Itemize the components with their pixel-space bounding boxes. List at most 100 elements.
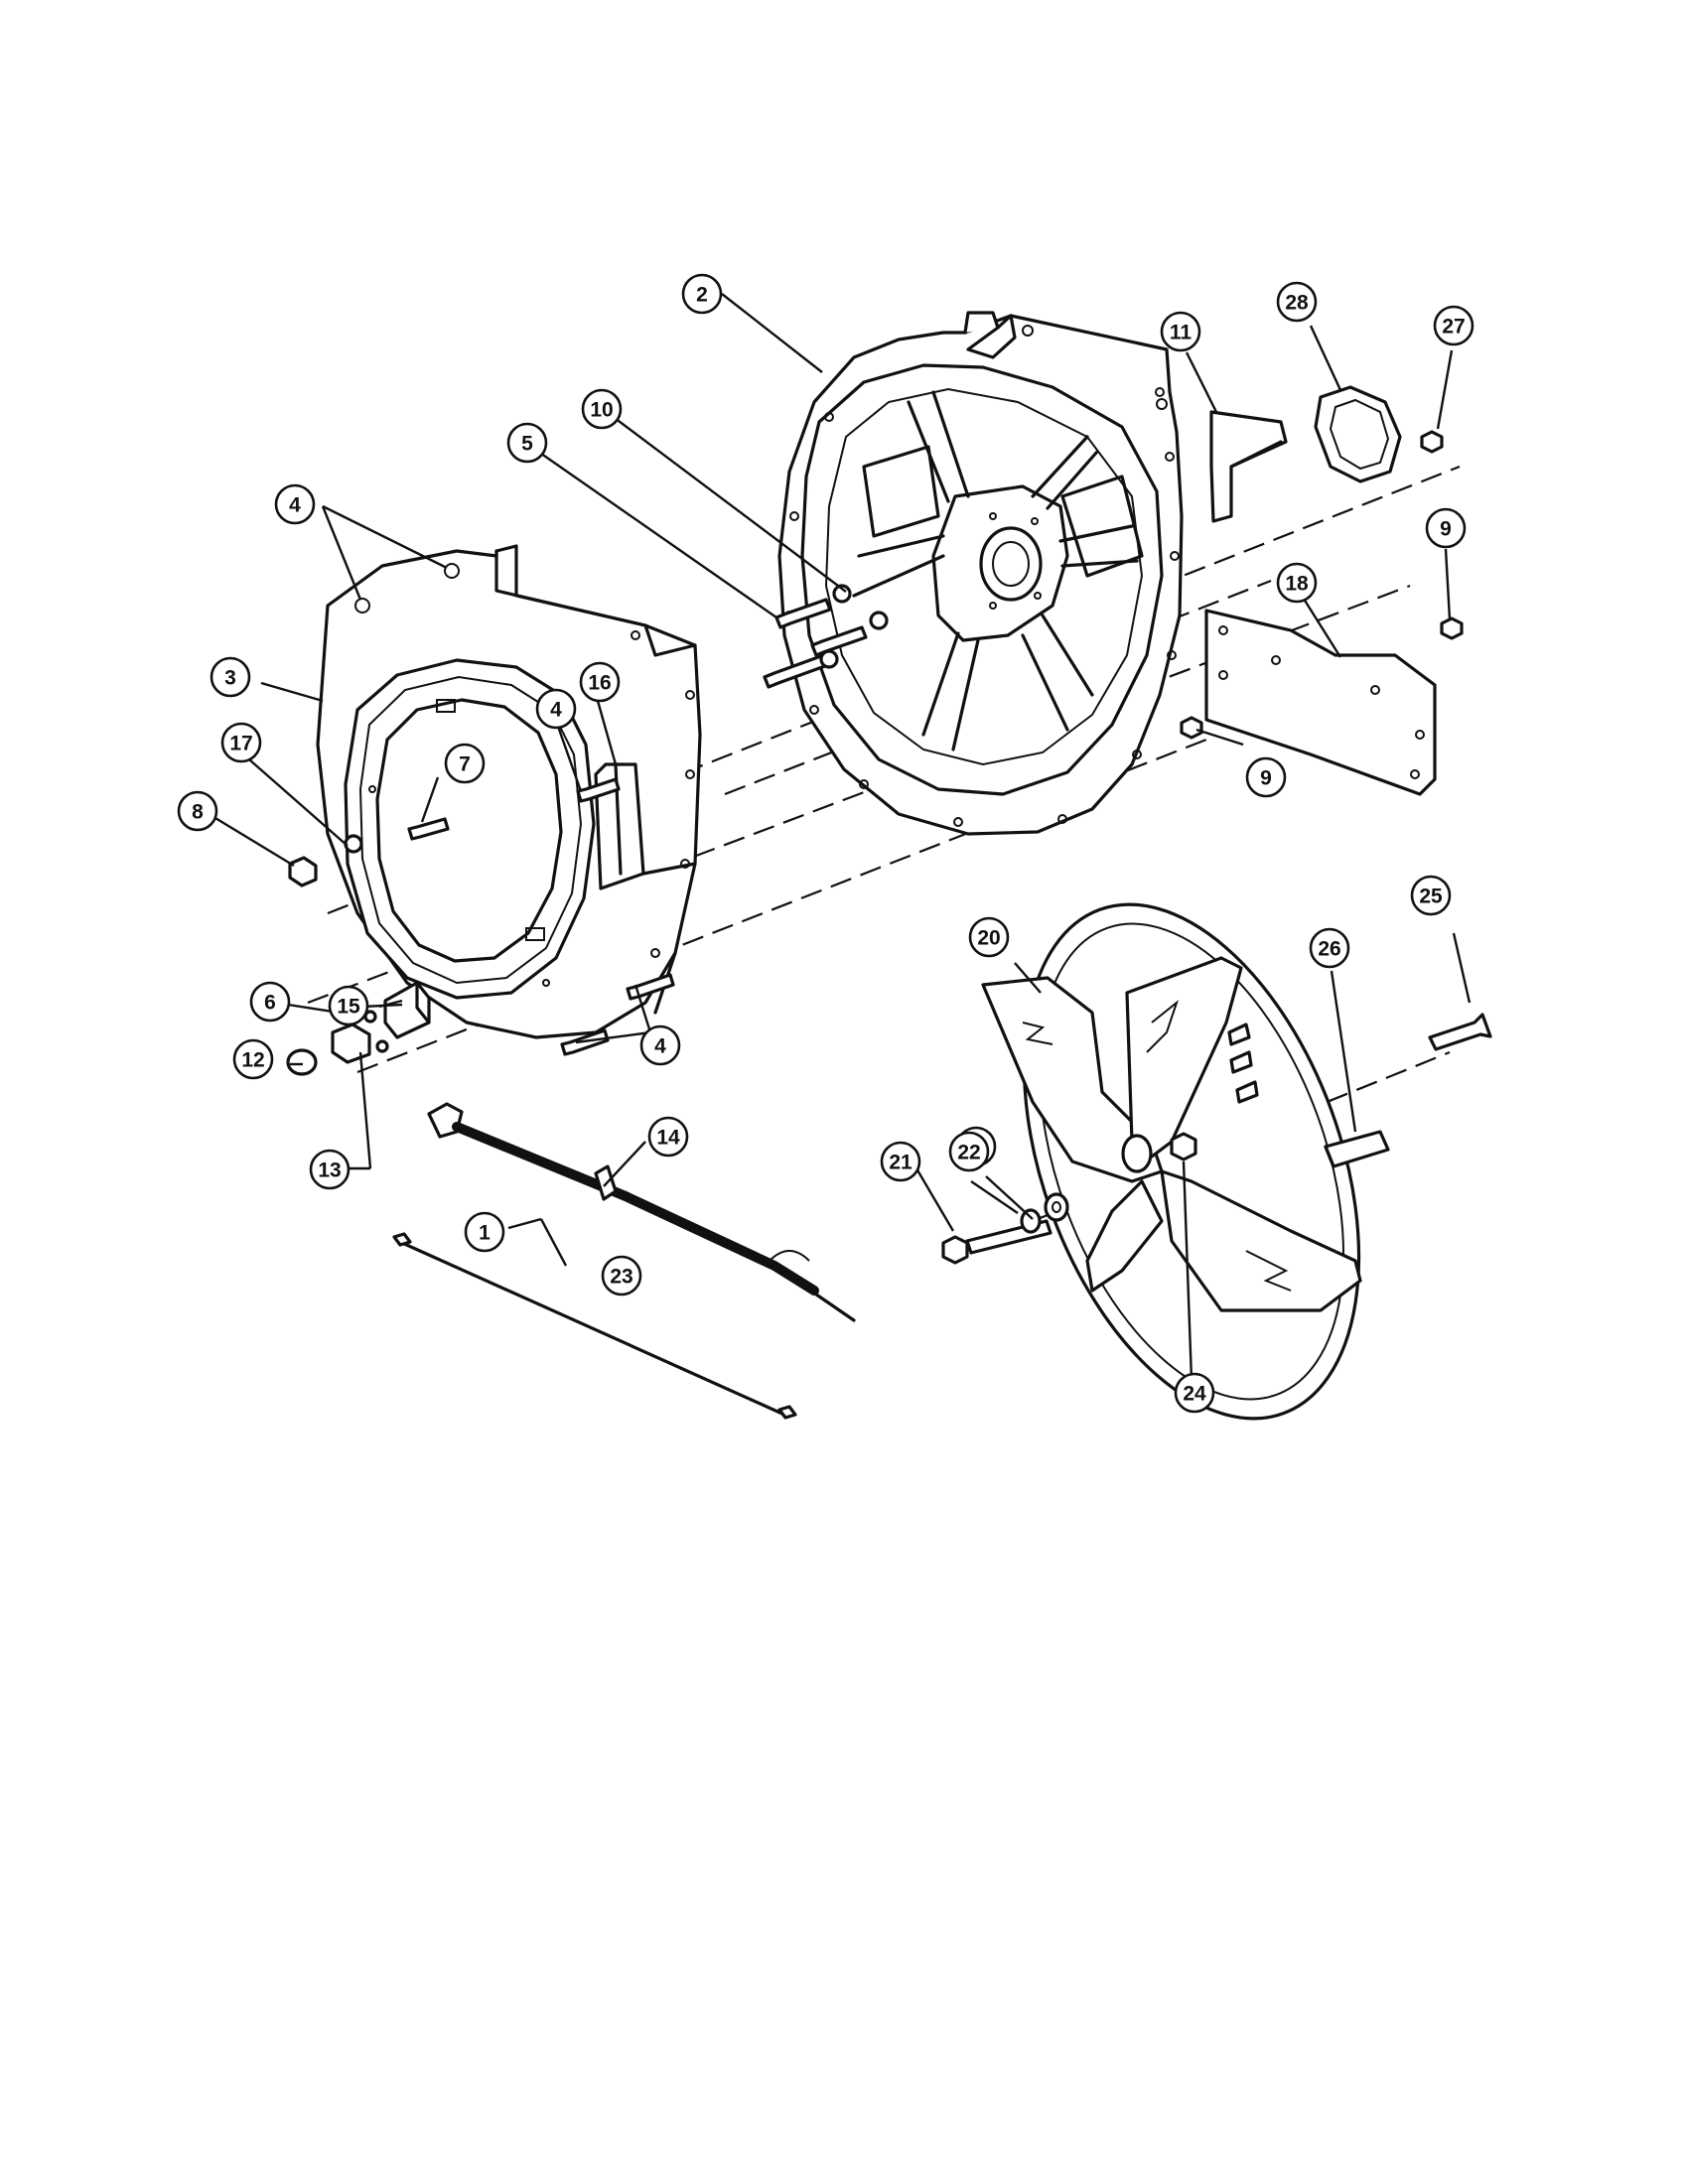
callout-12: 12 bbox=[232, 1038, 274, 1080]
callout-circle bbox=[535, 688, 577, 730]
callout-22: 22 bbox=[948, 1131, 990, 1172]
callout-number: 24 bbox=[1183, 1383, 1206, 1406]
callout-number: 9 bbox=[1260, 767, 1272, 790]
callout-circle bbox=[220, 722, 262, 763]
callout-number: 22 bbox=[957, 1142, 980, 1164]
callout-number: 18 bbox=[1285, 573, 1309, 596]
callout-8: 8 bbox=[177, 790, 218, 832]
cable-23 bbox=[392, 1232, 797, 1420]
callout-circle bbox=[1433, 305, 1474, 346]
callout-circle bbox=[1160, 311, 1201, 352]
callout-circle bbox=[444, 743, 486, 784]
callout-number: 12 bbox=[241, 1049, 264, 1072]
callout-number: 28 bbox=[1285, 292, 1309, 315]
bracket-11 bbox=[1209, 410, 1288, 523]
impeller-20 bbox=[981, 902, 1362, 1421]
callout-13: 13 bbox=[309, 1149, 351, 1190]
gasket-28 bbox=[1314, 385, 1402, 483]
callout-11: 11 bbox=[1160, 311, 1201, 352]
callout-number: 17 bbox=[229, 733, 252, 755]
callout-number: 1 bbox=[479, 1222, 491, 1245]
callout-circle bbox=[647, 1116, 689, 1158]
callout-circle bbox=[210, 656, 251, 698]
callout-number: 27 bbox=[1442, 316, 1465, 339]
callout-circle bbox=[464, 1211, 505, 1253]
callout-7: 7 bbox=[444, 743, 486, 784]
callout-leaders bbox=[205, 293, 1472, 1381]
callout-number: 13 bbox=[318, 1160, 341, 1182]
callout-labels: 1234445678991011121314151617181920212223… bbox=[177, 273, 1474, 1414]
rear-housing-plate bbox=[777, 311, 1184, 836]
callout-28: 28 bbox=[1276, 281, 1318, 323]
callout-27: 27 bbox=[1433, 305, 1474, 346]
callout-number: 11 bbox=[1170, 322, 1193, 344]
callout-circle bbox=[309, 1149, 351, 1190]
callout-number: 20 bbox=[977, 927, 1000, 950]
callout-circle bbox=[1276, 562, 1318, 604]
callout-number: 15 bbox=[337, 996, 360, 1019]
callout-number: 4 bbox=[289, 494, 301, 517]
callout-number: 4 bbox=[550, 699, 562, 722]
callout-circle bbox=[1410, 875, 1452, 916]
callout-circle bbox=[1245, 756, 1287, 798]
hardware-bolts bbox=[288, 430, 1464, 1056]
callout-number: 10 bbox=[590, 399, 613, 422]
callout-circle bbox=[177, 790, 218, 832]
callout-circle bbox=[1425, 507, 1467, 549]
callout-circle bbox=[601, 1255, 642, 1297]
callout-number: 26 bbox=[1318, 938, 1340, 961]
callout-25: 25 bbox=[1410, 875, 1452, 916]
callout-9: 9 bbox=[1245, 756, 1287, 798]
callout-1: 1 bbox=[464, 1211, 505, 1253]
callout-circle bbox=[1174, 1372, 1215, 1414]
front-blower-housing bbox=[316, 544, 702, 1039]
callout-circle bbox=[948, 1131, 990, 1172]
callout-2: 2 bbox=[681, 273, 723, 315]
callout-circle bbox=[639, 1024, 681, 1066]
callout-6: 6 bbox=[249, 981, 291, 1023]
callout-16: 16 bbox=[579, 661, 621, 703]
callout-circle bbox=[581, 388, 623, 430]
callout-circle bbox=[1276, 281, 1318, 323]
callout-10: 10 bbox=[581, 388, 623, 430]
callout-9: 9 bbox=[1425, 507, 1467, 549]
callout-3: 3 bbox=[210, 656, 251, 698]
callout-14: 14 bbox=[647, 1116, 689, 1158]
callout-number: 7 bbox=[459, 753, 471, 776]
callout-number: 4 bbox=[654, 1035, 666, 1058]
callout-circle bbox=[328, 985, 369, 1026]
callout-4: 4 bbox=[535, 688, 577, 730]
callout-24: 24 bbox=[1174, 1372, 1215, 1414]
callout-18: 18 bbox=[1276, 562, 1318, 604]
callout-number: 6 bbox=[264, 992, 276, 1015]
callout-26: 26 bbox=[1309, 927, 1350, 969]
callout-number: 8 bbox=[192, 801, 204, 824]
callout-circle bbox=[249, 981, 291, 1023]
callout-number: 16 bbox=[588, 672, 611, 695]
callout-17: 17 bbox=[220, 722, 262, 763]
plate-18 bbox=[1204, 609, 1437, 796]
callout-number: 14 bbox=[656, 1127, 680, 1150]
callout-21: 21 bbox=[880, 1141, 921, 1182]
callout-circle bbox=[681, 273, 723, 315]
callout-circle bbox=[880, 1141, 921, 1182]
callout-4: 4 bbox=[639, 1024, 681, 1066]
callout-number: 9 bbox=[1440, 518, 1452, 541]
wire-harness bbox=[427, 1102, 856, 1322]
callout-4: 4 bbox=[274, 483, 316, 525]
callout-number: 2 bbox=[696, 284, 708, 307]
impeller-hardware bbox=[941, 1013, 1492, 1265]
callout-circle bbox=[506, 422, 548, 464]
callout-circle bbox=[232, 1038, 274, 1080]
callout-number: 21 bbox=[889, 1152, 912, 1174]
callout-23: 23 bbox=[601, 1255, 642, 1297]
callout-15: 15 bbox=[328, 985, 369, 1026]
callout-circle bbox=[579, 661, 621, 703]
callout-circle bbox=[274, 483, 316, 525]
callout-circle bbox=[1309, 927, 1350, 969]
callout-circle bbox=[968, 916, 1010, 958]
callout-20: 20 bbox=[968, 916, 1010, 958]
callout-number: 25 bbox=[1419, 886, 1443, 908]
callout-number: 3 bbox=[224, 667, 236, 690]
